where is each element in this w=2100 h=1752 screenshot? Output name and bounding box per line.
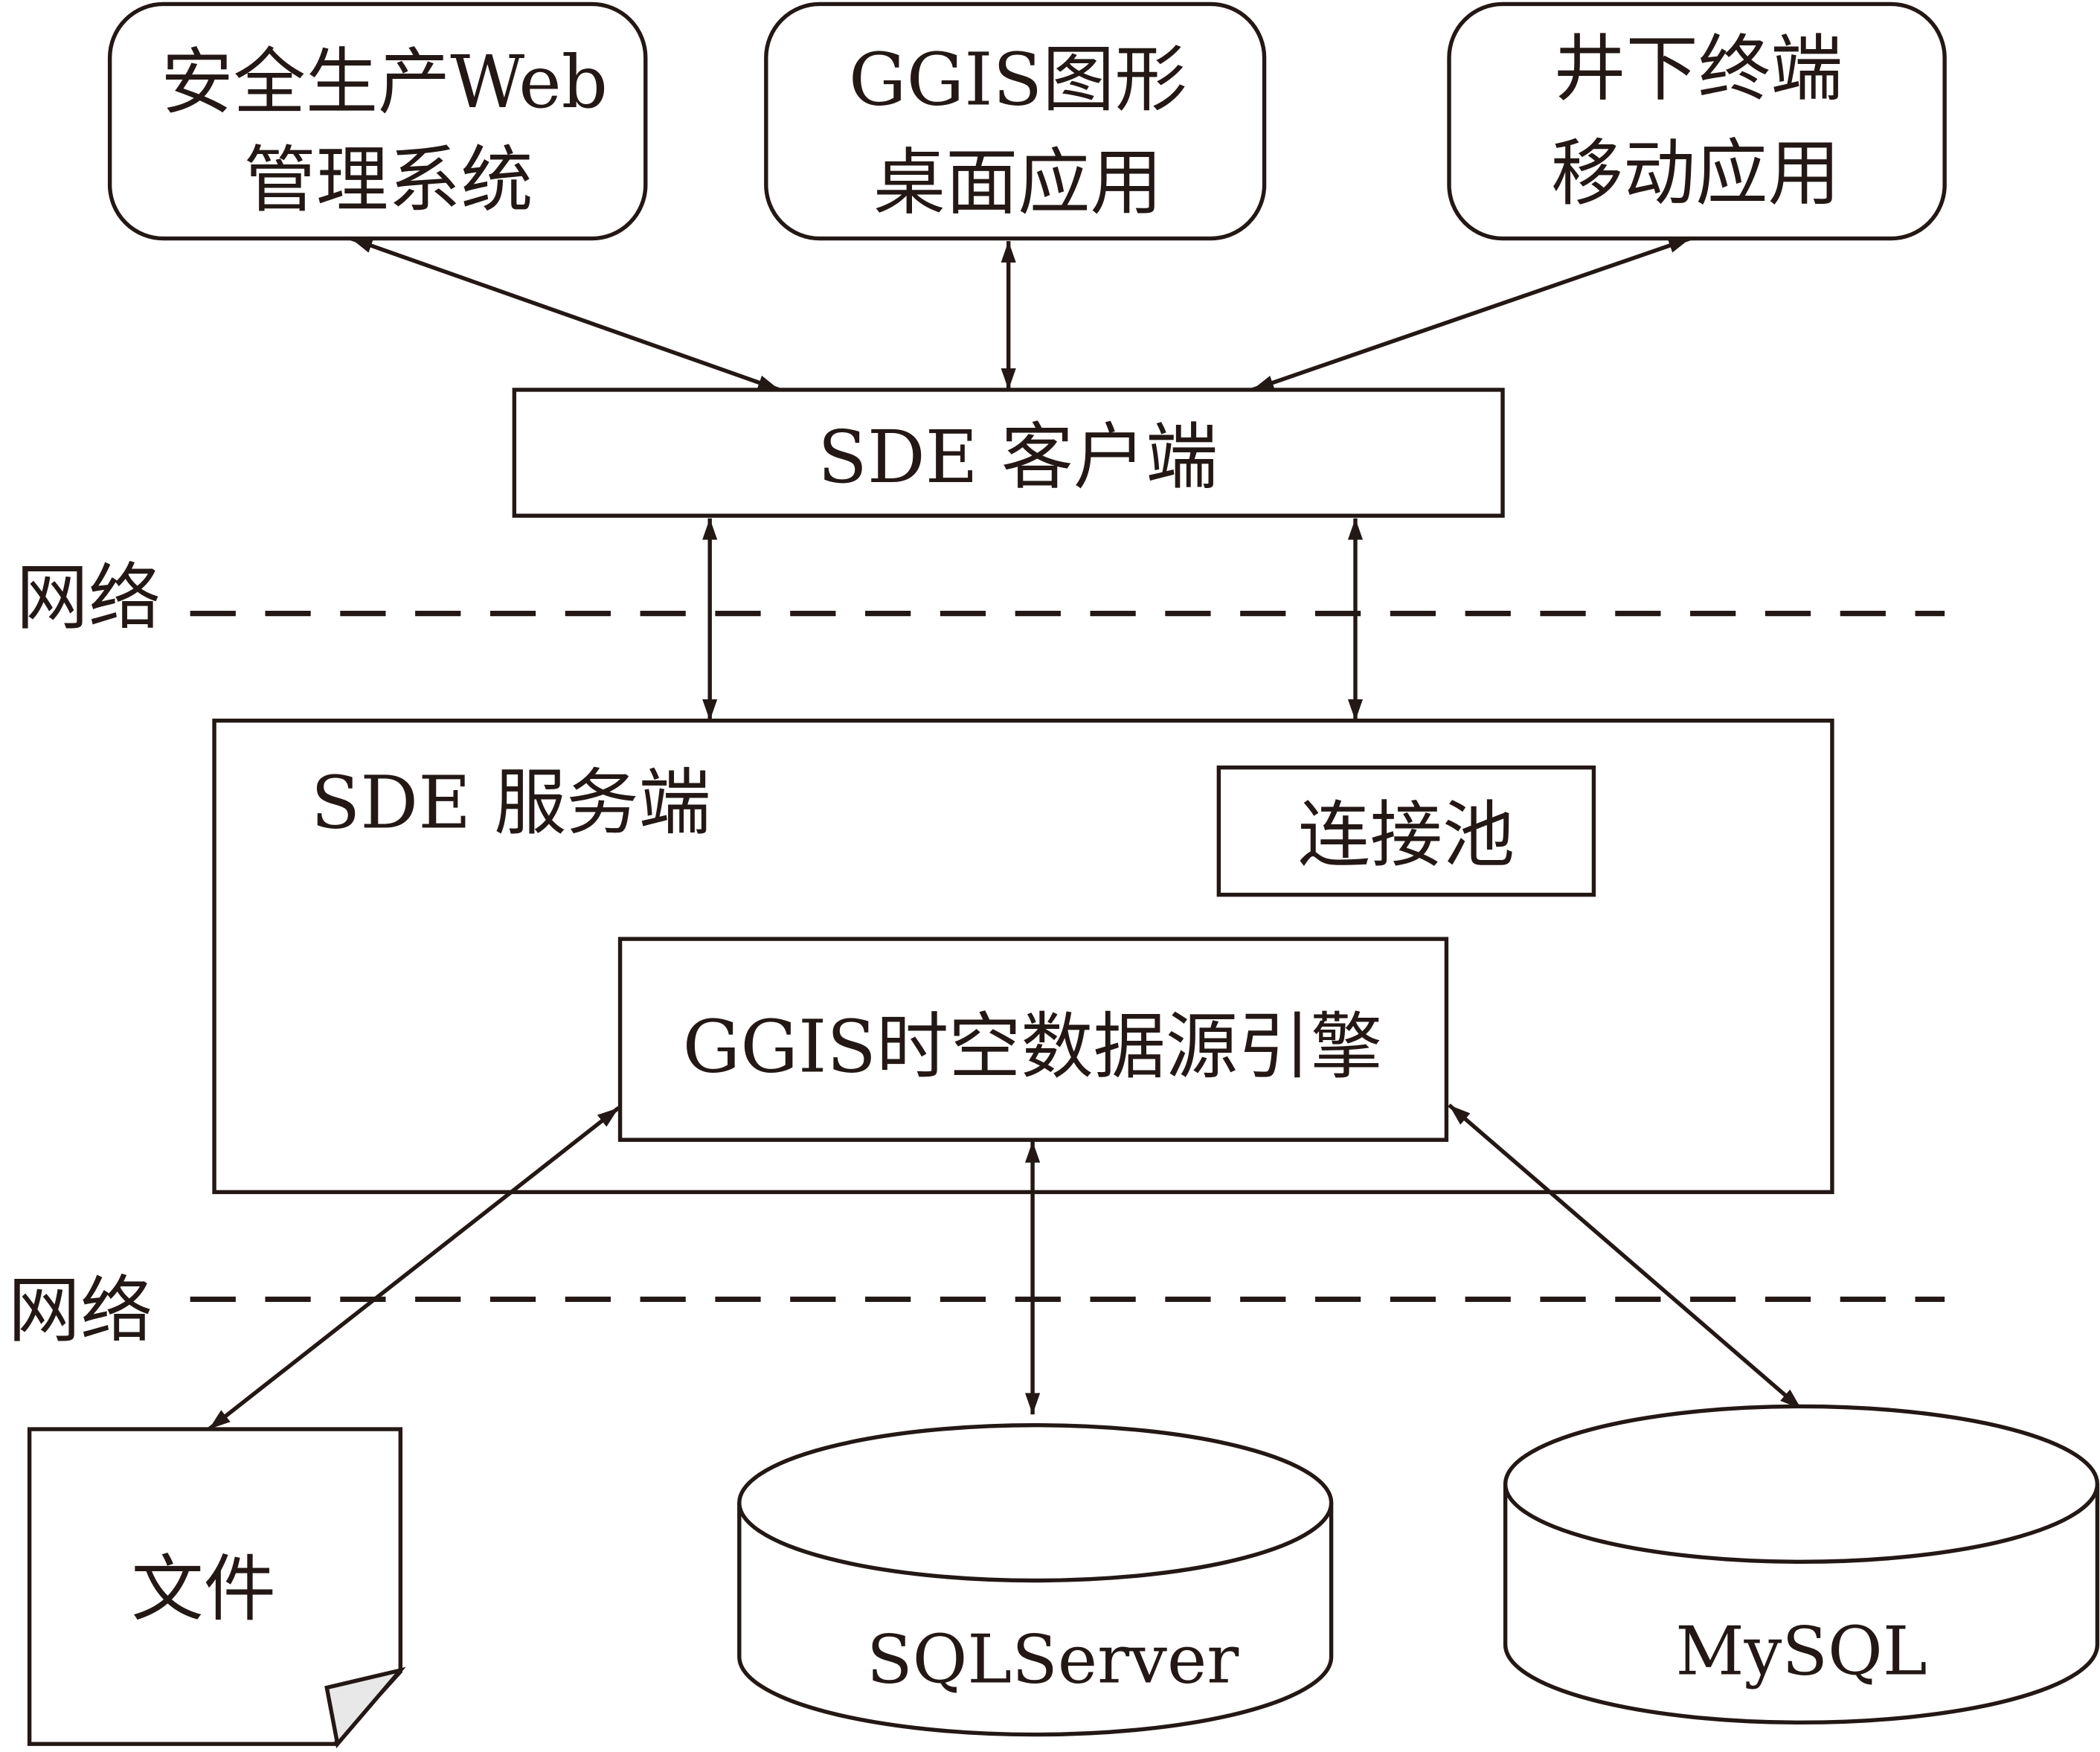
file-label: 文件 [131, 1547, 275, 1631]
arrow-engine-file [208, 1106, 620, 1431]
sde-server-box: SDE 服务端 连接池 GGIS时空数据源引擎 [212, 718, 1834, 1195]
client-box-desktop: GGIS图形 桌面应用 [764, 1, 1267, 241]
engine-label: GGIS时空数据源引擎 [683, 1004, 1383, 1088]
client-box-mobile: 井下终端 移动应用 [1447, 1, 1947, 241]
client-web-line1: 安全生产Web [161, 40, 608, 124]
sde-client-box: SDE 客户端 [512, 388, 1505, 518]
connection-pool-box: 连接池 [1216, 765, 1596, 897]
network-label-bottom: 网络 [8, 1268, 152, 1352]
client-mobile-line2: 移动应用 [1551, 132, 1840, 216]
client-web-line2: 管理系统 [244, 138, 533, 222]
client-box-web: 安全生产Web 管理系统 [107, 1, 648, 241]
engine-box: GGIS时空数据源引擎 [617, 937, 1449, 1142]
arrow-mobile-client [1251, 236, 1691, 392]
client-desktop-line2: 桌面应用 [873, 141, 1163, 225]
client-mobile-line1: 井下终端 [1553, 27, 1843, 111]
sqlserver-label: SQLServer [867, 1620, 1239, 1698]
arrow-web-client [350, 236, 780, 392]
sde-client-label: SDE 客户端 [818, 415, 1218, 499]
client-desktop-line1: GGIS图形 [849, 37, 1187, 121]
sqlserver-database-icon: SQLServer [737, 1422, 1334, 1737]
mysql-database-icon: MySQL [1503, 1404, 2100, 1725]
file-icon: 文件 [27, 1427, 406, 1749]
mysql-label: MySQL [1675, 1613, 1927, 1691]
arrow-engine-mysql [1448, 1103, 1803, 1411]
connection-pool-label: 连接池 [1298, 793, 1515, 877]
sde-server-label: SDE 服务端 [311, 761, 711, 845]
network-label-top: 网络 [16, 556, 161, 640]
